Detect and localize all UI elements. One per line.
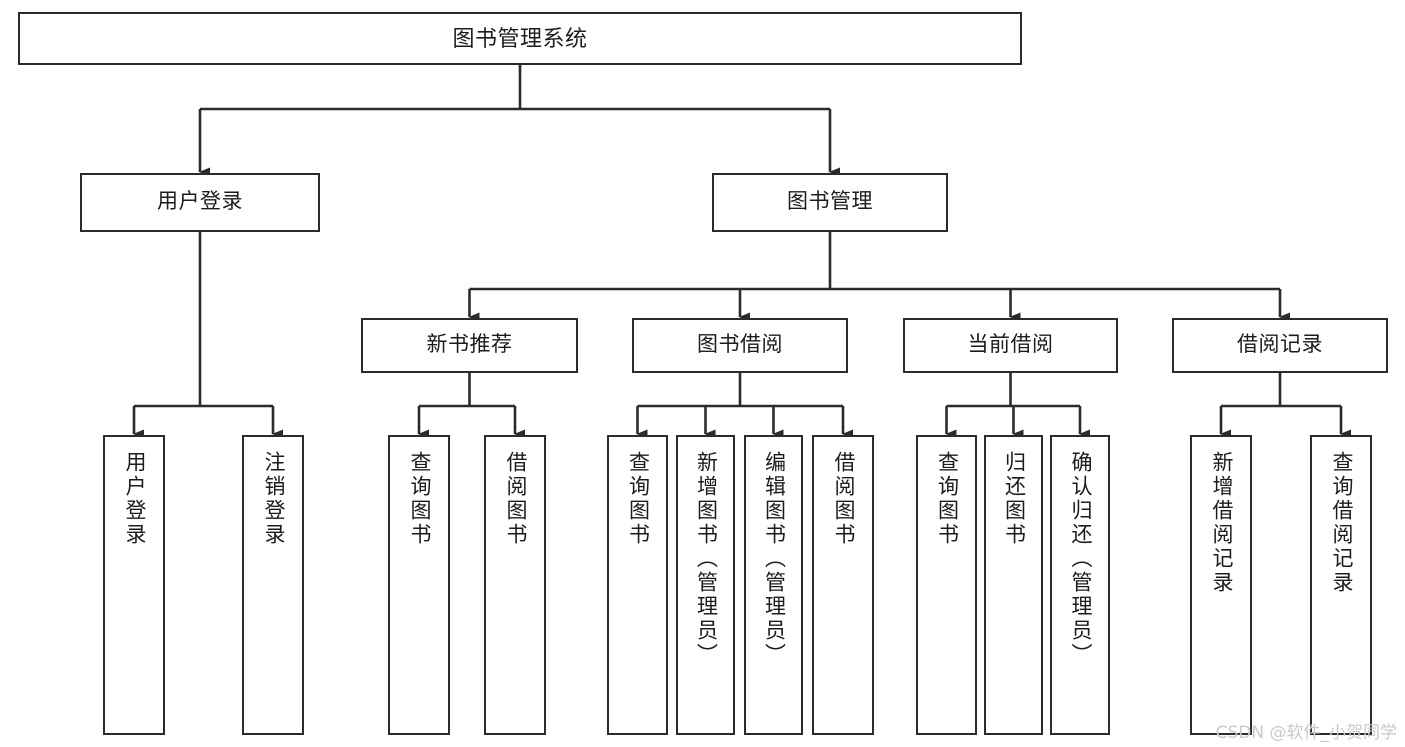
- node-leaf-13[interactable]: 查询借阅记录: [1310, 435, 1372, 735]
- node-label: 编辑图书（管理员）: [762, 451, 786, 667]
- node-label: 注销登录: [262, 451, 286, 547]
- node-label: 查询图书: [626, 451, 650, 547]
- node-leaf-12[interactable]: 新增借阅记录: [1190, 435, 1252, 735]
- node-label: 查询图书: [408, 451, 432, 547]
- node-label: 归还图书: [1002, 451, 1026, 547]
- node-records[interactable]: 借阅记录: [1172, 318, 1388, 373]
- node-label: 确认归还（管理员）: [1069, 451, 1093, 667]
- node-leaf-7[interactable]: 编辑图书（管理员）: [744, 435, 803, 735]
- node-label: 用户登录: [123, 451, 147, 547]
- node-label: 新增借阅记录: [1210, 451, 1234, 595]
- node-label: 借阅图书: [832, 451, 856, 547]
- node-current[interactable]: 当前借阅: [903, 318, 1118, 373]
- node-label: 用户登录: [157, 190, 243, 214]
- node-label: 新增图书（管理员）: [694, 451, 718, 667]
- node-label: 图书管理: [787, 190, 873, 214]
- node-label: 查询借阅记录: [1330, 451, 1354, 595]
- node-label: 图书借阅: [697, 333, 783, 357]
- node-label: 借阅图书: [504, 451, 528, 547]
- node-leaf-10[interactable]: 归还图书: [984, 435, 1043, 735]
- node-borrow[interactable]: 图书借阅: [632, 318, 848, 373]
- node-leaf-4[interactable]: 借阅图书: [484, 435, 546, 735]
- node-leaf-9[interactable]: 查询图书: [916, 435, 977, 735]
- node-label: 查询图书: [935, 451, 959, 547]
- node-leaf-1[interactable]: 用户登录: [103, 435, 165, 735]
- node-label: 当前借阅: [967, 333, 1054, 357]
- node-leaf-5[interactable]: 查询图书: [607, 435, 668, 735]
- node-leaf-8[interactable]: 借阅图书: [812, 435, 874, 735]
- node-root[interactable]: 图书管理系统: [18, 12, 1022, 65]
- node-label: 图书管理系统: [452, 25, 588, 51]
- node-leaf-11[interactable]: 确认归还（管理员）: [1050, 435, 1110, 735]
- node-login[interactable]: 用户登录: [80, 173, 320, 232]
- node-label: 新书推荐: [426, 333, 513, 357]
- node-newbook[interactable]: 新书推荐: [361, 318, 578, 373]
- node-leaf-3[interactable]: 查询图书: [388, 435, 450, 735]
- node-leaf-2[interactable]: 注销登录: [242, 435, 304, 735]
- node-bookmgmt[interactable]: 图书管理: [712, 173, 948, 232]
- node-label: 借阅记录: [1237, 333, 1323, 357]
- node-leaf-6[interactable]: 新增图书（管理员）: [676, 435, 735, 735]
